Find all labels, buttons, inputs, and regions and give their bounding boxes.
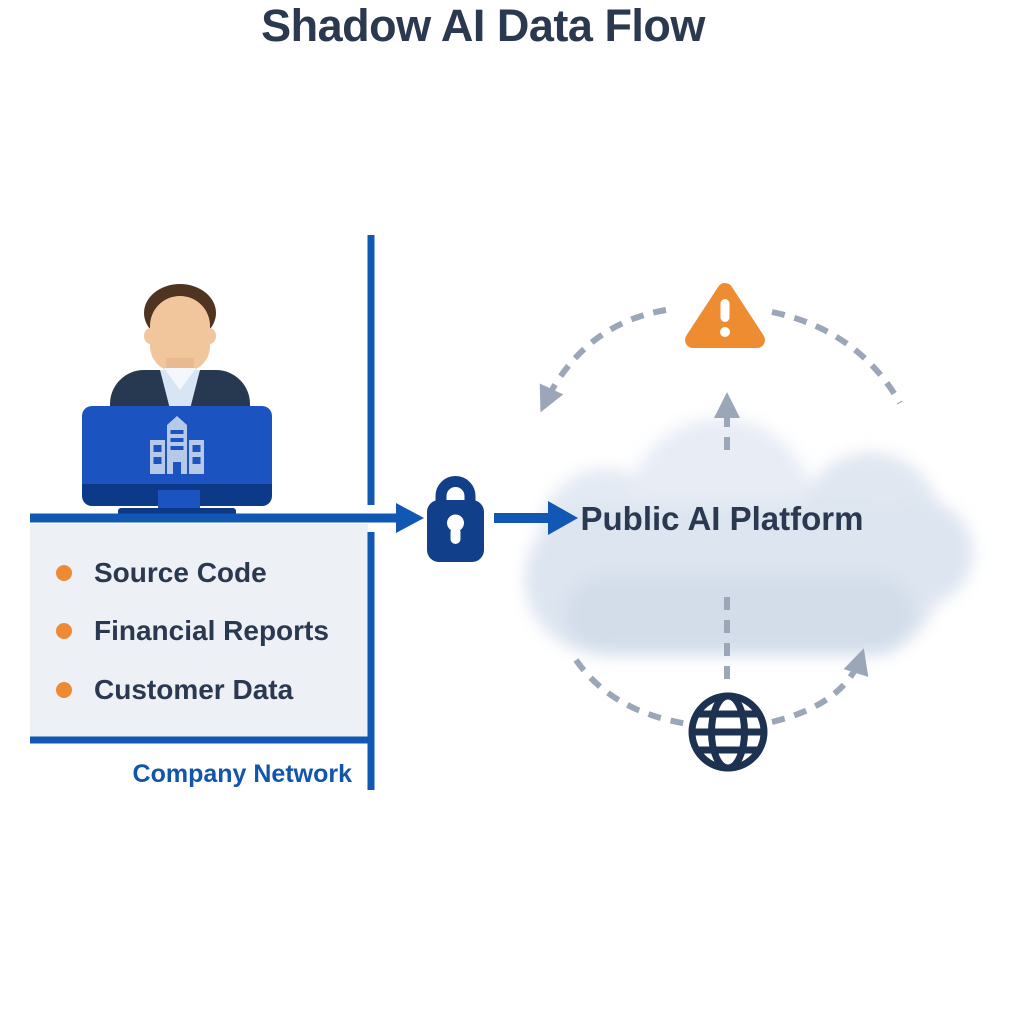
- arrowhead-icon: [548, 501, 578, 535]
- public-ai-platform-label: Public AI Platform: [580, 500, 864, 537]
- orange-bullet-icon: [56, 565, 72, 581]
- company-network-box: [30, 524, 368, 737]
- page-title: Shadow AI Data Flow: [261, 0, 705, 51]
- orange-bullet-icon: [56, 623, 72, 639]
- list-item: Financial Reports: [56, 615, 329, 646]
- warning-triangle-icon: [685, 283, 765, 348]
- list-item: Customer Data: [56, 674, 294, 705]
- monitor-stand-base: [118, 508, 236, 518]
- lock-icon: [427, 476, 484, 562]
- list-item-label: Financial Reports: [94, 615, 329, 646]
- list-item-label: Customer Data: [94, 674, 294, 705]
- monitor-stand: [158, 490, 200, 510]
- list-item: Source Code: [56, 557, 267, 588]
- dashed-arc-top-left: [539, 307, 667, 413]
- company-network-label: Company Network: [132, 760, 352, 788]
- globe-icon: [688, 692, 768, 772]
- arrowhead-icon: [396, 503, 424, 533]
- dashed-arc-top-right: [771, 309, 903, 405]
- dashed-arc-bottom-left: [573, 658, 689, 727]
- orange-bullet-icon: [56, 682, 72, 698]
- company-building-icon: [150, 416, 204, 474]
- dashed-arc-bottom-right: [771, 648, 869, 725]
- list-item-label: Source Code: [94, 557, 267, 588]
